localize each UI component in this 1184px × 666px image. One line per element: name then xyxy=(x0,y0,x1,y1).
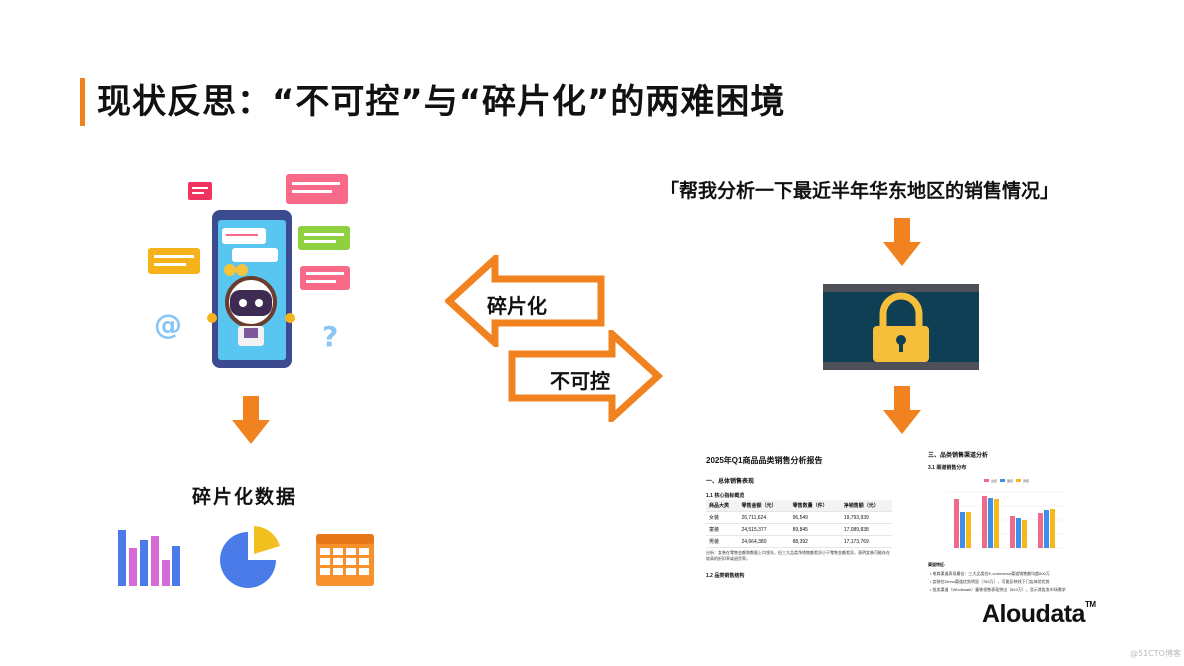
table-cell: 24,515,377 xyxy=(738,523,790,536)
table-cell: 19,793,939 xyxy=(840,511,892,524)
title-accent-bar xyxy=(80,78,85,126)
legend-swatch xyxy=(984,479,989,482)
report-analysis: 分析：女装在零售金额和数量上均领先，但三大品类净销售额差异小于零售金额差异，表明… xyxy=(706,550,890,561)
legend-label: 女装 xyxy=(991,478,997,483)
report-insight: • 批发渠道（Wholesale）童装领售表现突出（810万），显示其批发市场需… xyxy=(930,587,1066,592)
pie-chart-icon xyxy=(220,526,280,588)
phone-chatbot-illustration: @ ? xyxy=(148,174,350,368)
table-cell: 童装 xyxy=(706,523,739,536)
report-subsection-3-1: 3.1 渠道销售分布 xyxy=(928,465,967,471)
table-header: 净销售额（元） xyxy=(840,500,892,512)
table-cell: 男装 xyxy=(706,535,739,548)
report-subsection-1-1: 1.1 核心指标概览 xyxy=(706,493,745,499)
bar-chart-icon xyxy=(118,530,180,586)
table-grid-icon xyxy=(316,534,374,586)
report-section-1: 一、总体销售表现 xyxy=(706,479,755,485)
uncontrolled-arrow-label: 不可控 xyxy=(550,369,610,393)
report-subsection-1-2: 1.2 品类销售结构 xyxy=(706,573,745,579)
fragmented-arrow-label: 碎片化 xyxy=(487,294,547,318)
table-cell: 17,089,838 xyxy=(840,523,892,536)
legend-swatch xyxy=(1000,479,1005,482)
right-arrow-icon xyxy=(508,330,664,422)
table-row: 童装 24,515,377 89,845 17,089,838 xyxy=(706,523,892,536)
brand-name: Aloudata xyxy=(982,600,1085,628)
table-cell: 88,392 xyxy=(789,535,841,548)
table-header-row: 商品大类 零售金额（元） 零售数量（件） 净销售额（元） xyxy=(706,500,892,512)
page-title: 现状反思：“不可控”与“碎片化”的两难困境 xyxy=(97,82,786,122)
report-insight: • 女装在Direct渠道优势明显（783万），可能反映线下门店体验优势 xyxy=(930,579,1050,584)
legend-label: 男装 xyxy=(1023,478,1029,483)
table-header: 零售数量（件） xyxy=(789,500,841,512)
black-box-lock-icon xyxy=(823,284,979,370)
report-section-3: 三、品类销售渠道分析 xyxy=(928,453,989,459)
svg-text:?: ? xyxy=(322,320,338,353)
down-arrow-icon xyxy=(883,386,921,434)
down-arrow-icon xyxy=(232,396,270,444)
channel-bar-chart: 女装 童装 男装 xyxy=(928,472,1068,556)
table-cell: 89,845 xyxy=(789,523,841,536)
table-header: 零售金额（元） xyxy=(738,500,790,512)
table-cell: 女装 xyxy=(706,511,739,524)
down-arrow-icon xyxy=(883,218,921,266)
brand-logo: AloudataTM xyxy=(982,600,1096,629)
table-cell: 26,711,624 xyxy=(738,511,790,524)
fragmented-data-label: 碎片化数据 xyxy=(192,486,298,508)
trademark-mark: TM xyxy=(1084,600,1096,609)
report-title: 2025年Q1商品品类销售分析报告 xyxy=(706,456,823,465)
left-arrow-icon xyxy=(445,255,605,347)
table-row: 男装 24,664,380 88,392 17,173,769 xyxy=(706,535,892,548)
query-text: 「帮我分析一下最近半年华东地区的销售情况」 xyxy=(660,180,1060,202)
report-table: 商品大类 零售金额（元） 零售数量（件） 净销售额（元） 女装 26,711,6… xyxy=(706,500,892,548)
table-header: 商品大类 xyxy=(706,500,739,512)
table-cell: 24,664,380 xyxy=(738,535,790,548)
report-insight: • 电商渠道表现最佳：三大品类在E-commerce渠道销售额均超600万 xyxy=(930,571,1050,576)
watermark: @51CTO博客 xyxy=(1130,649,1181,658)
table-cell: 96,549 xyxy=(789,511,841,524)
legend-swatch xyxy=(1016,479,1021,482)
table-row: 女装 26,711,624 96,549 19,793,939 xyxy=(706,511,892,524)
report-preview: 2025年Q1商品品类销售分析报告 一、总体销售表现 1.1 核心指标概览 商品… xyxy=(690,440,1130,604)
table-cell: 17,173,769 xyxy=(840,535,892,548)
report-insights-title: 渠道特征: xyxy=(928,562,946,567)
legend-label: 童装 xyxy=(1007,478,1013,483)
svg-text:@: @ xyxy=(154,308,182,341)
report-table-wrap: 商品大类 零售金额（元） 零售数量（件） 净销售额（元） 女装 26,711,6… xyxy=(706,500,892,548)
